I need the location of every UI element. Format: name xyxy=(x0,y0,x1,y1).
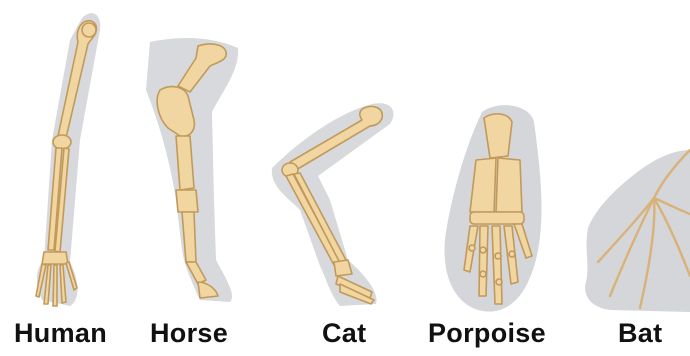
cat-leg-illustration xyxy=(272,103,394,306)
cat-leg-shadow xyxy=(272,103,394,306)
human-arm-illustration xyxy=(36,13,100,306)
label-bat: Bat xyxy=(618,318,662,349)
horse-leg-illustration xyxy=(146,38,238,302)
label-horse: Horse xyxy=(150,318,228,349)
label-human: Human xyxy=(14,318,107,349)
label-porpoise: Porpoise xyxy=(428,318,546,349)
bat-wing-illustration xyxy=(585,150,690,312)
label-cat: Cat xyxy=(322,318,366,349)
porpoise-flipper-illustration xyxy=(444,105,541,311)
